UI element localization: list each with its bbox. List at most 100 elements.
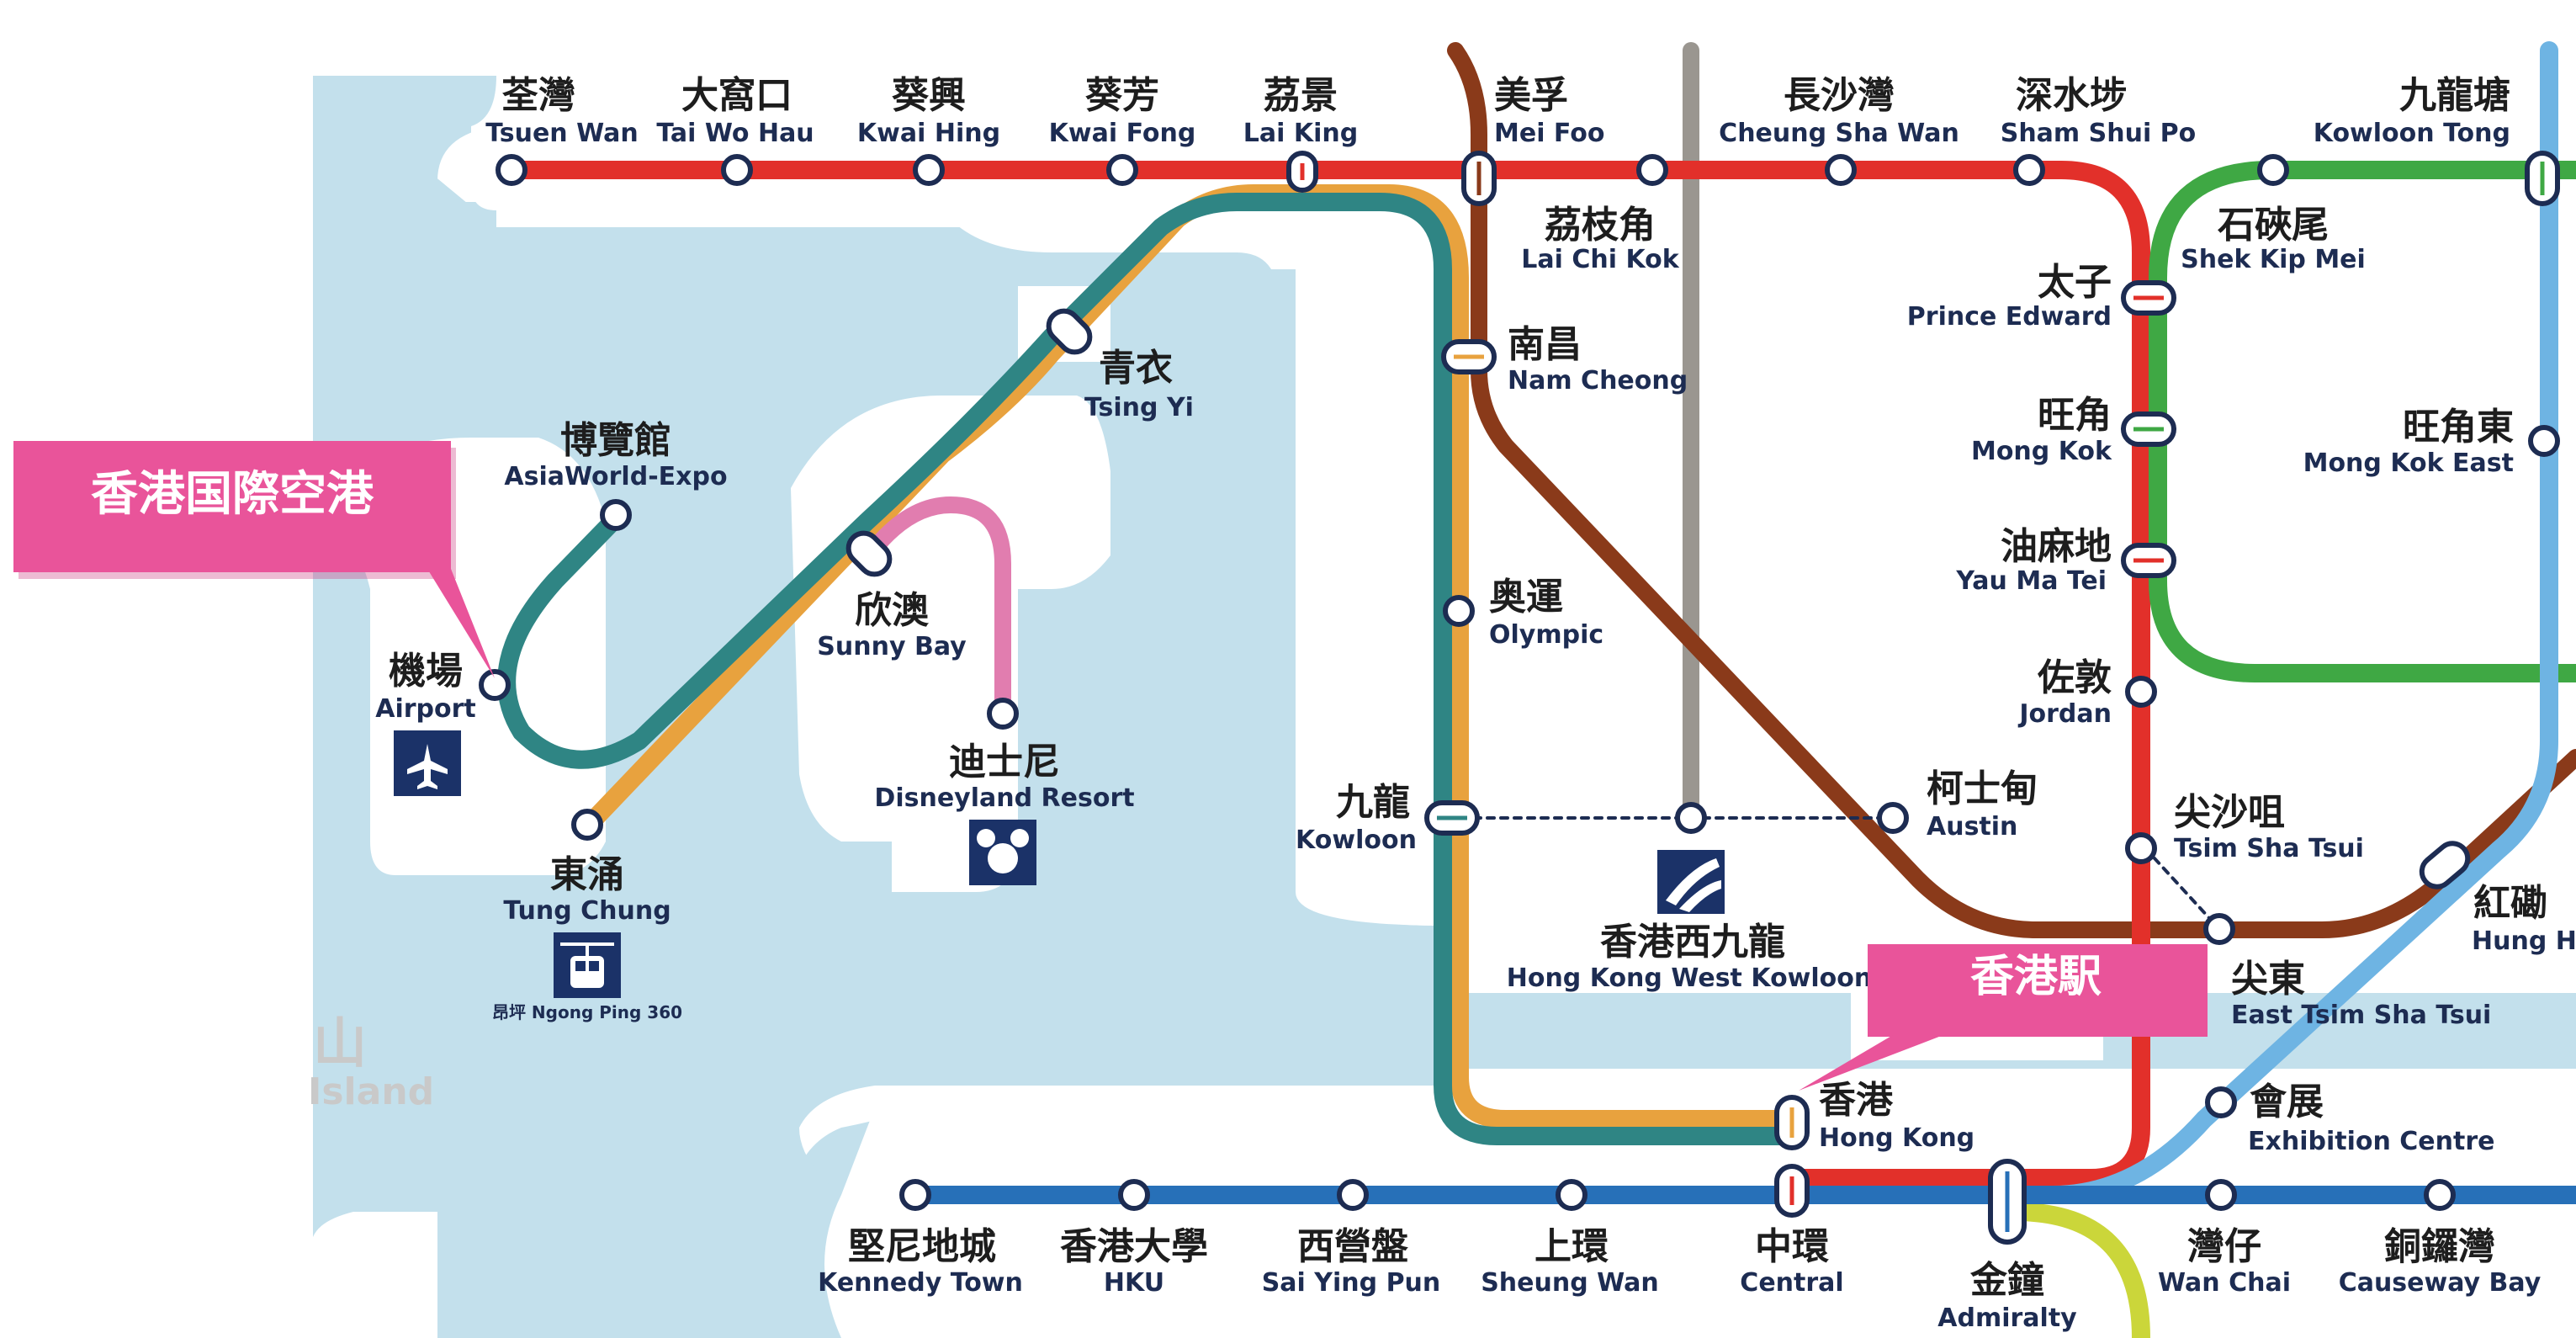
label-zh-jordan: 佐敦	[2037, 656, 2112, 699]
label-zh-sham-shui-po: 深水埗	[2016, 74, 2127, 117]
south-island-line	[2006, 1203, 2150, 1338]
station-marker-austin[interactable]	[1877, 802, 1909, 834]
station-marker-east-tst[interactable]	[2203, 913, 2235, 945]
interchange-dots	[1300, 162, 2545, 1232]
station-marker-disneyland[interactable]	[987, 698, 1019, 730]
label-zh-nam-cheong: 南昌	[1508, 323, 1582, 366]
label-island-en: Island	[308, 1070, 434, 1113]
label-en-airport: Airport	[375, 694, 476, 724]
callout-airport-text: 香港国際空港	[91, 467, 374, 522]
label-en-admiralty: Admiralty	[1937, 1303, 2077, 1333]
high-speed-rail-icon	[1657, 850, 1725, 914]
label-en-olympic: Olympic	[1489, 620, 1603, 650]
label-en-tsim-sha-tsui: Tsim Sha Tsui	[2174, 834, 2364, 863]
label-zh-sai-ying-pun: 西營盤	[1297, 1225, 1408, 1268]
station-marker-kennedy-town[interactable]	[899, 1179, 931, 1211]
station-marker-sham-shui-po[interactable]	[2013, 154, 2045, 186]
label-zh-asiaworld-expo: 博覽館	[560, 419, 671, 462]
label-en-nam-cheong: Nam Cheong	[1508, 366, 1688, 396]
label-zh-austin: 柯士甸	[1927, 767, 2038, 810]
station-marker-cheung-sha-wan[interactable]	[1825, 154, 1857, 186]
label-zh-disneyland: 迪士尼	[949, 741, 1060, 783]
station-marker-jordan[interactable]	[2125, 676, 2157, 708]
airport-express-line	[497, 193, 1801, 1145]
label-en-hk-west-kowloon: Hong Kong West Kowloon	[1507, 964, 1873, 993]
label-zh-kowloon-tong: 九龍塘	[2399, 74, 2510, 117]
label-en-disneyland: Disneyland Resort	[874, 783, 1134, 813]
label-zh-olympic: 奥運	[1489, 576, 1563, 619]
station-labels: 荃灣 Tsuen Wan 大窩口 Tai Wo Hau 葵興 Kwai Hing…	[308, 74, 2576, 1333]
label-en-kwai-hing: Kwai Hing	[857, 119, 1000, 148]
station-marker-tsim-sha-tsui[interactable]	[2125, 832, 2157, 864]
label-zh-mong-kok-east: 旺角東	[2403, 406, 2514, 449]
label-en-lai-king: Lai King	[1243, 119, 1358, 148]
label-en-jordan: Jordan	[2017, 699, 2112, 729]
station-marker-kwai-hing[interactable]	[913, 154, 945, 186]
station-marker-shek-kip-mei[interactable]	[2257, 154, 2289, 186]
label-en-mong-kok-east: Mong Kok East	[2303, 449, 2514, 478]
label-zh-wan-chai: 灣仔	[2187, 1225, 2261, 1268]
label-zh-sunny-bay: 欣澳	[855, 589, 930, 632]
land-kowloon	[1312, 269, 2576, 993]
label-en-yau-ma-tei: Yau Ma Tei	[1955, 566, 2107, 596]
station-marker-mong-kok-east[interactable]	[2528, 425, 2560, 457]
label-en-central: Central	[1740, 1268, 1843, 1298]
airplane-icon	[394, 730, 461, 796]
label-en-hong-kong: Hong Kong	[1819, 1123, 1974, 1153]
label-en-tung-chung: Tung Chung	[503, 896, 671, 926]
station-marker-sheung-wan[interactable]	[1556, 1179, 1587, 1211]
station-marker-lai-chi-kok[interactable]	[1636, 154, 1668, 186]
station-marker-tai-wo-hau[interactable]	[721, 154, 753, 186]
label-en-exhibition-centre: Exhibition Centre	[2248, 1127, 2494, 1156]
station-marker-causeway-bay[interactable]	[2424, 1179, 2456, 1211]
station-marker-kwai-fong[interactable]	[1106, 154, 1138, 186]
label-zh-east-tst: 尖東	[2231, 958, 2305, 1001]
label-en-tsing-yi: Tsing Yi	[1084, 393, 1194, 422]
label-en-east-tst: East Tsim Sha Tsui	[2231, 1001, 2491, 1030]
label-en-wan-chai: Wan Chai	[2158, 1268, 2291, 1298]
callout-hong-kong-text: 香港駅	[1970, 952, 2102, 1002]
mickey-icon	[969, 820, 1036, 885]
label-en-sheung-wan: Sheung Wan	[1481, 1268, 1659, 1298]
label-zh-central: 中環	[1755, 1225, 1829, 1268]
label-island-zh: 山	[313, 1013, 367, 1075]
label-zh-lai-chi-kok: 茘枝角	[1545, 204, 1656, 247]
station-marker-tsing-yi[interactable]	[1042, 305, 1096, 358]
label-zh-hk-west-kowloon: 香港西九龍	[1600, 921, 1785, 964]
label-zh-kowloon: 九龍	[1336, 781, 1410, 824]
label-zh-tsuen-wan: 荃灣	[501, 74, 575, 117]
label-en-cheung-sha-wan: Cheung Sha Wan	[1719, 119, 1959, 148]
station-marker-xrl[interactable]	[1675, 802, 1707, 834]
label-ngong-ping: 昂坪 Ngong Ping 360	[492, 1002, 682, 1022]
label-zh-hong-kong: 香港	[1819, 1079, 1894, 1122]
label-en-causeway-bay: Causeway Bay	[2339, 1268, 2542, 1298]
station-marker-wan-chai[interactable]	[2205, 1179, 2237, 1211]
label-en-kennedy-town: Kennedy Town	[818, 1268, 1023, 1298]
label-zh-kennedy-town: 堅尼地城	[848, 1225, 996, 1268]
station-marker-sunny-bay[interactable]	[842, 527, 896, 581]
station-marker-hung-hom[interactable]	[2415, 837, 2473, 893]
station-marker-asiaworld-expo[interactable]	[600, 499, 632, 531]
station-marker-exhibition-centre[interactable]	[2205, 1086, 2237, 1118]
callout-hong-kong-station: 香港駅	[1799, 944, 2208, 1091]
station-marker-airport[interactable]	[479, 669, 511, 701]
callout-airport: 香港国際空港	[13, 441, 495, 678]
label-en-sai-ying-pun: Sai Ying Pun	[1262, 1268, 1441, 1298]
label-en-mong-kok: Mong Kok	[1971, 437, 2112, 466]
label-en-kowloon: Kowloon	[1296, 826, 1417, 855]
label-en-shek-kip-mei: Shek Kip Mei	[2181, 245, 2366, 274]
label-zh-admiralty: 金鐘	[1969, 1259, 2044, 1302]
label-zh-shek-kip-mei: 石硤尾	[2218, 204, 2329, 247]
label-en-mei-foo: Mei Foo	[1494, 119, 1604, 148]
station-marker-sai-ying-pun[interactable]	[1337, 1179, 1369, 1211]
station-marker-olympic[interactable]	[1443, 595, 1475, 627]
land-bottom-left	[313, 1212, 437, 1338]
tuen-ma-line	[1447, 42, 2576, 938]
label-zh-mong-kok: 旺角	[2038, 394, 2112, 437]
land-new-territories	[437, 0, 2576, 269]
station-marker-hku[interactable]	[1118, 1179, 1150, 1211]
station-marker-tsuen-wan[interactable]	[496, 154, 527, 186]
station-marker-tung-chung[interactable]	[571, 809, 603, 841]
label-en-sham-shui-po: Sham Shui Po	[2001, 119, 2197, 148]
